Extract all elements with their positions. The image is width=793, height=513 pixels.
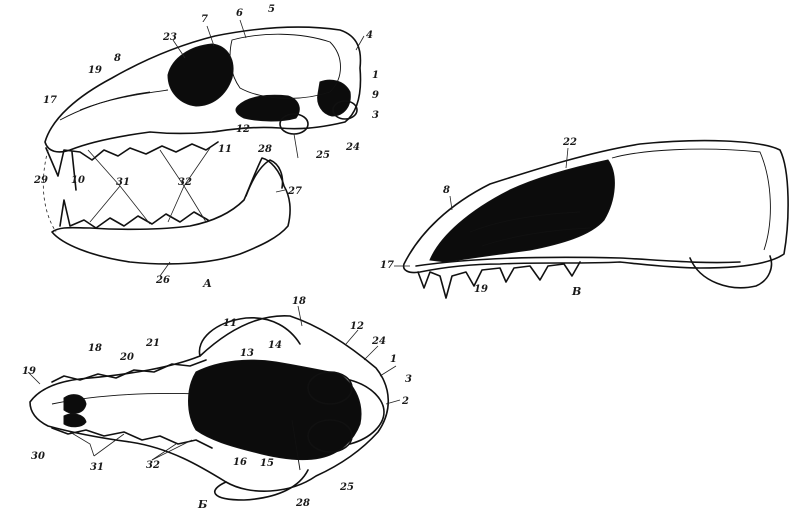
panel-v-label: В (571, 285, 581, 298)
label: 18 (88, 343, 102, 354)
label: 30 (31, 451, 45, 462)
label: 11 (218, 144, 232, 155)
label: 28 (295, 498, 310, 509)
label: 32 (146, 460, 160, 471)
label: 3 (372, 110, 379, 121)
label: 12 (350, 321, 364, 332)
label: 24 (345, 142, 360, 153)
label: 13 (240, 348, 254, 359)
label: 19 (88, 65, 102, 76)
label: 31 (116, 177, 130, 188)
label: 7 (201, 14, 208, 25)
label: 20 (119, 352, 134, 363)
label: 21 (145, 338, 160, 349)
label: 4 (366, 30, 373, 41)
panel-b-label: Б (197, 498, 208, 511)
label: 9 (372, 90, 379, 101)
label: 6 (236, 8, 243, 19)
label: 22 (562, 137, 577, 148)
label: 19 (22, 366, 36, 377)
label: 32 (178, 177, 192, 188)
label: 25 (339, 482, 354, 493)
label: 18 (292, 296, 306, 307)
label: 8 (443, 185, 450, 196)
label: 31 (90, 462, 104, 473)
label: 17 (380, 260, 394, 271)
label: 16 (233, 457, 247, 468)
label: 27 (287, 186, 302, 197)
skull-ventral-view (30, 316, 388, 500)
label: 1 (372, 70, 379, 81)
label: 17 (43, 95, 57, 106)
skull-lateral-view (43, 27, 360, 264)
label: 28 (257, 144, 272, 155)
label: 29 (33, 175, 48, 186)
skull-sagittal-section (404, 141, 788, 298)
label: 26 (155, 275, 170, 286)
label: 19 (474, 284, 488, 295)
label: 15 (260, 458, 274, 469)
label: 14 (268, 340, 282, 351)
label: 10 (71, 175, 85, 186)
label: 24 (371, 336, 386, 347)
label: 5 (268, 4, 275, 15)
label: 12 (236, 124, 250, 135)
panel-a-label: А (202, 277, 212, 290)
label: 2 (401, 396, 409, 407)
label: 23 (162, 32, 177, 43)
label: 25 (315, 150, 330, 161)
label: 8 (114, 53, 121, 64)
label: 3 (405, 374, 412, 385)
label: 11 (223, 318, 237, 329)
label: 1 (390, 354, 397, 365)
